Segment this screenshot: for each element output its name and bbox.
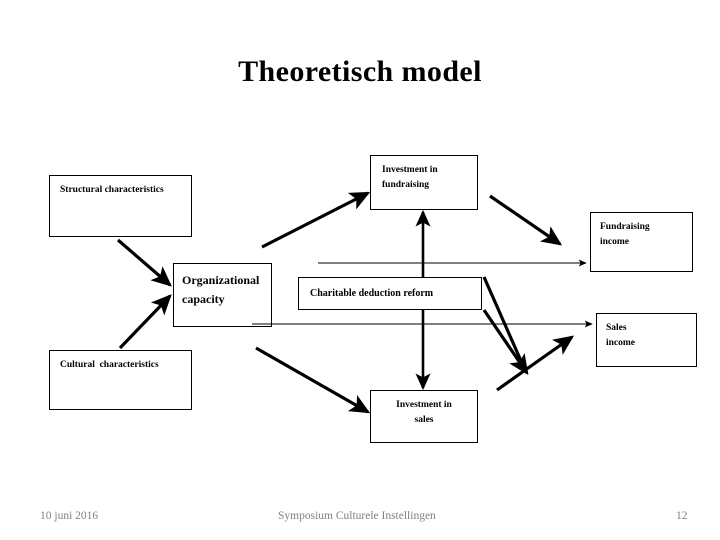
arrow-charitable-to-investment-sales-lower xyxy=(482,309,529,376)
node-structural-characteristics-label: Structural characteristics xyxy=(60,185,164,195)
node-sales-income-label-line1: Sales xyxy=(606,323,627,333)
node-investment-in-fundraising-label-line2: fundraising xyxy=(382,179,429,190)
node-sales-income-label-line2: income xyxy=(606,337,636,348)
arrow-capacity-to-investment-fundraising xyxy=(261,191,371,249)
node-sales-income[interactable]: Sales income xyxy=(596,313,697,367)
arrow-capacity-to-investment-sales xyxy=(255,346,371,414)
node-structural-characteristics[interactable]: Structural characteristics xyxy=(49,175,192,237)
node-investment-in-sales-label-line2: sales xyxy=(414,414,434,425)
footer-date: 10 juni 2016 xyxy=(40,510,99,522)
node-organizational-capacity-label-line2: capacity xyxy=(182,291,225,306)
node-fundraising-income-label-line2: income xyxy=(600,236,630,247)
node-investment-in-sales-label-line1: Investment in xyxy=(396,400,452,410)
node-charitable-deduction-reform-label: Charitable deduction reform xyxy=(310,288,434,299)
arrow-structural-to-capacity xyxy=(116,238,172,287)
arrow-investment-fundraising-to-fundraising-income xyxy=(489,194,563,246)
page-title: Theoretisch model xyxy=(238,55,482,88)
arrow-cultural-to-capacity xyxy=(118,294,172,350)
node-cultural-characteristics-label: Cultural characteristics xyxy=(60,360,159,370)
node-fundraising-income[interactable]: Fundraising income xyxy=(590,212,693,272)
node-fundraising-income-label-line1: Fundraising xyxy=(600,222,650,232)
node-investment-in-fundraising[interactable]: Investment in fundraising xyxy=(370,155,478,210)
arrow-investment-sales-to-sales-income xyxy=(496,335,575,392)
node-organizational-capacity[interactable]: Organizational capacity xyxy=(173,263,272,327)
node-charitable-deduction-reform[interactable]: Charitable deduction reform xyxy=(298,277,482,310)
node-investment-in-fundraising-label-line1: Investment in xyxy=(382,165,438,175)
footer-page-number: 12 xyxy=(676,510,688,522)
footer-event-name: Symposium Culturele Instellingen xyxy=(278,510,436,522)
node-organizational-capacity-label-line1: Organizational xyxy=(182,273,260,287)
node-cultural-characteristics[interactable]: Cultural characteristics xyxy=(49,350,192,410)
node-investment-in-sales[interactable]: Investment in sales xyxy=(370,390,478,443)
